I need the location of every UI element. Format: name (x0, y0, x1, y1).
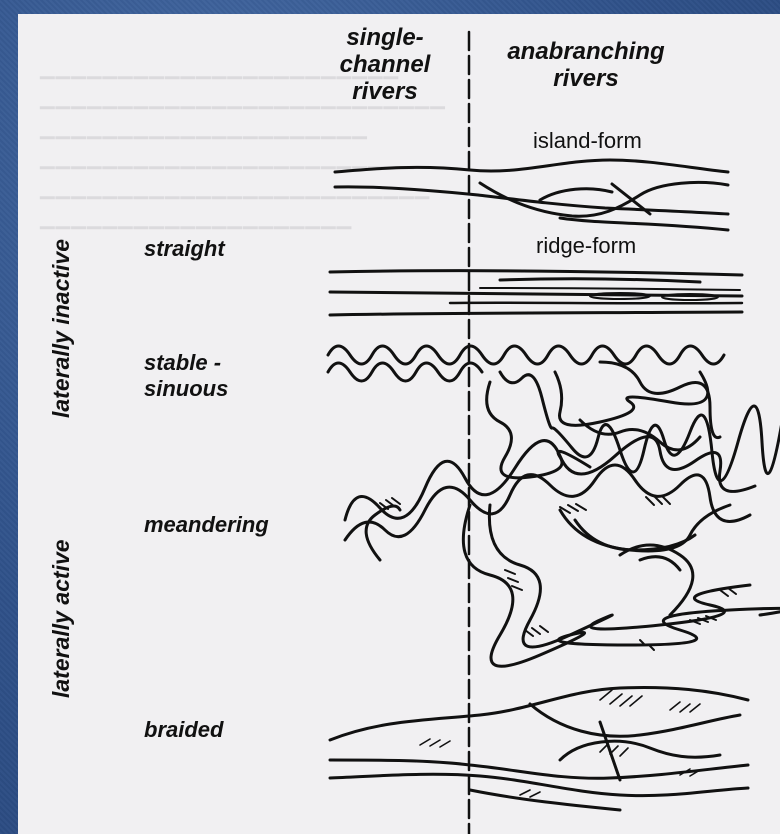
ridge-form-channel (330, 271, 742, 315)
island-form-channel (335, 160, 728, 230)
header-anabranching-line-2: rivers (486, 65, 686, 92)
header-single-line-3: rivers (325, 78, 445, 105)
side-label-laterally-inactive: laterally inactive (48, 239, 75, 418)
stable-sinuous-channel (328, 346, 780, 481)
header-single-line-1: single- (325, 24, 445, 51)
braided-hatching (420, 690, 700, 797)
header-single-channel: single- channel rivers (325, 24, 445, 105)
row-label-braided: braided (144, 717, 223, 743)
header-anabranching: anabranching rivers (486, 38, 686, 92)
header-single-line-2: channel (325, 51, 445, 78)
row-label-straight: straight (144, 236, 225, 262)
row-label-meandering: meandering (144, 512, 269, 538)
row-label-sinuous: sinuous (144, 376, 228, 402)
form-label-island: island-form (533, 128, 642, 154)
header-anabranching-line-1: anabranching (486, 38, 686, 65)
row-label-stable-sinuous: stable - sinuous (144, 350, 228, 402)
form-label-ridge: ridge-form (536, 233, 636, 259)
side-label-laterally-active: laterally active (48, 539, 75, 698)
row-label-stable: stable - (144, 350, 228, 376)
meandering-hatching (380, 496, 736, 650)
